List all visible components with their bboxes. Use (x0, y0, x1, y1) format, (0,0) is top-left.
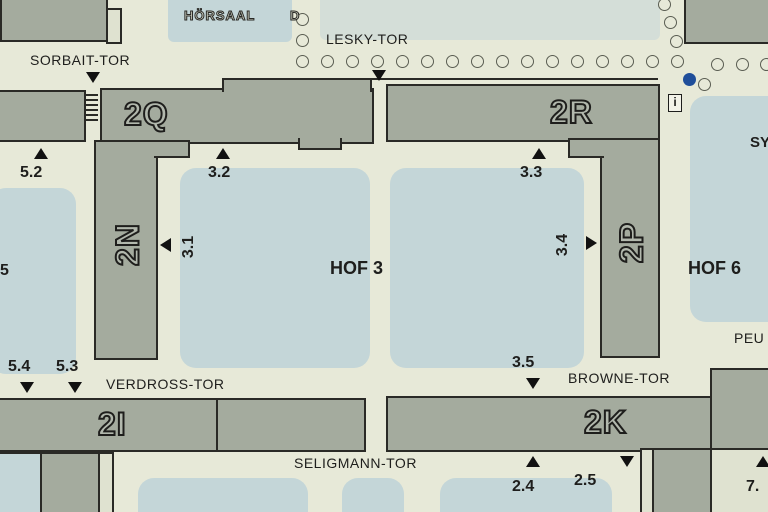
courtyard-label-hof3: HOF 3 (330, 258, 384, 278)
courtyard-bottom-2 (342, 478, 404, 512)
building-top-left-small[interactable] (106, 8, 122, 44)
entrance-label-3.4: 3.4 (554, 233, 572, 257)
courtyard-hof6 (690, 96, 768, 322)
entrance-arrow-3.1 (160, 238, 171, 252)
building-top-left[interactable] (0, 0, 108, 42)
entrance-label-7: 7. (746, 478, 760, 495)
entrance-arrow-7 (756, 456, 768, 467)
building-label-2N: 2N (109, 222, 147, 267)
building-label-2R: 2R (549, 93, 593, 131)
courtyard-label-sy: SY (750, 134, 768, 151)
gate-label-seligmann: SELIGMANN-TOR (294, 455, 417, 471)
entrance-label-2.4: 2.4 (512, 478, 535, 495)
entrance-label-5.2: 5.2 (20, 164, 43, 181)
location-marker-icon (683, 73, 696, 86)
gate-arrow-sorbait (86, 72, 100, 83)
courtyard-bottom-1 (138, 478, 308, 512)
building-2K[interactable] (386, 396, 712, 452)
building-label-2Q: 2Q (123, 95, 169, 133)
entrance-label-5.3: 5.3 (56, 358, 79, 375)
courtyard-left (0, 188, 76, 374)
gate-label-lesky: LESKY-TOR (326, 31, 409, 47)
gate-label-verdross: VERDROSS-TOR (106, 376, 225, 392)
courtyard-hof3-east (390, 168, 584, 368)
courtyard-top-middle (320, 0, 660, 40)
building-label-hoersaal-letter: D (289, 8, 300, 24)
entrance-arrow-5.4 (20, 382, 34, 393)
building-2N-corner[interactable] (154, 140, 190, 158)
building-label-2P: 2P (613, 221, 651, 264)
courtyard-label-hof6: HOF 6 (688, 258, 742, 278)
entrance-label-2.5: 2.5 (574, 472, 597, 489)
entrance-arrow-3.2 (216, 148, 230, 159)
gate-label-sorbait: SORBAIT-TOR (30, 52, 131, 68)
entrance-arrow-2.4 (526, 456, 540, 467)
entrance-label-3.2: 3.2 (208, 164, 231, 181)
building-label-hoersaal: HÖRSAAL (183, 8, 256, 24)
building-2Q-annex[interactable] (222, 78, 372, 92)
building-2I[interactable] (0, 398, 218, 452)
building-label-2K: 2K (583, 403, 627, 441)
stairs-icon (86, 94, 98, 124)
courtyard-label-peu: PEU (734, 330, 765, 346)
entrance-label-3.1: 3.1 (180, 235, 198, 259)
entrance-arrow-5.2 (34, 148, 48, 159)
building-top-right[interactable] (684, 0, 768, 44)
entrance-arrow-2.5 (620, 456, 634, 467)
building-bottom-left-1[interactable] (0, 452, 42, 512)
entrance-label-3.5: 3.5 (512, 354, 535, 371)
entrance-arrow-5.3 (68, 382, 82, 393)
building-2N[interactable] (94, 140, 158, 360)
info-icon[interactable]: i (668, 94, 682, 112)
building-2I-east[interactable] (216, 398, 366, 452)
building-bottom-left-2[interactable] (40, 452, 100, 512)
entrance-label-3.3: 3.3 (520, 164, 543, 181)
building-bottom-left-3[interactable] (98, 452, 114, 512)
entrance-arrow-3.5 (526, 378, 540, 389)
building-2R[interactable] (386, 84, 660, 142)
building-left-top[interactable] (0, 90, 86, 142)
courtyard-hoersaal (168, 0, 292, 42)
courtyard-hof3-west (180, 168, 370, 368)
gate-arrow-lesky (372, 70, 386, 81)
building-2P-corner[interactable] (568, 138, 604, 158)
boundary-line-top (222, 78, 658, 80)
building-bottom-right-2[interactable] (652, 448, 712, 512)
building-label-2I: 2I (97, 405, 127, 443)
courtyard-label-5: 5 (0, 262, 9, 279)
entrance-label-5.4: 5.4 (8, 358, 31, 375)
gate-label-browne: BROWNE-TOR (568, 370, 670, 386)
courtyard-bottom-3 (440, 478, 612, 512)
entrance-arrow-3.3 (532, 148, 546, 159)
entrance-arrow-3.4 (586, 236, 597, 250)
building-2Q-bay[interactable] (298, 138, 342, 150)
building-right-bottom[interactable] (710, 368, 768, 452)
building-2P[interactable] (600, 138, 660, 358)
